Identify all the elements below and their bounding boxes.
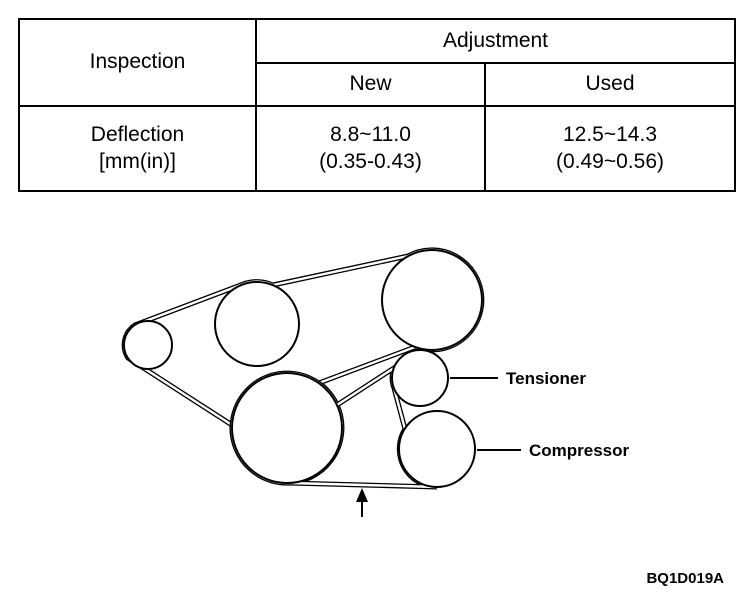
compressor-pulley (398, 410, 476, 488)
belt-deflection-arrow (356, 488, 368, 517)
deflection-label-cell: Deflection [mm(in)] (18, 105, 257, 192)
adjustment-header-cell: Adjustment (255, 18, 736, 64)
figure-code: BQ1D019A (646, 570, 724, 587)
belt-deflection-spec-table: Inspection Adjustment New Used Deflectio… (18, 18, 736, 192)
inspection-header-label: Inspection (89, 50, 186, 74)
used-header-label: Used (585, 72, 635, 96)
deflection-new-value-cell: 8.8~11.0 (0.35-0.43) (255, 105, 486, 192)
used-value-in: (0.49~0.56) (556, 149, 664, 173)
deflection-used-value-cell: 12.5~14.3 (0.49~0.56) (484, 105, 736, 192)
used-header-cell: Used (484, 62, 736, 107)
crank-pulley (231, 372, 343, 484)
adjustment-header-label: Adjustment (442, 28, 549, 52)
tensioner-label: Tensioner (506, 369, 586, 388)
upper-pulley (214, 281, 300, 367)
new-header-cell: New (255, 62, 486, 107)
idler-pulley (123, 320, 173, 370)
new-value-mm: 8.8~11.0 (330, 123, 411, 147)
compressor-label: Compressor (529, 441, 630, 460)
used-value-mm: 12.5~14.3 (562, 123, 657, 147)
deflection-label-line1: Deflection (90, 123, 185, 147)
inspection-header-cell: Inspection (18, 18, 257, 107)
new-value-in: (0.35-0.43) (319, 149, 422, 173)
deflection-label-line2: [mm(in)] (99, 149, 176, 173)
alternator-pulley (381, 249, 483, 351)
tensioner-pulley (391, 349, 449, 407)
new-header-label: New (349, 72, 392, 96)
